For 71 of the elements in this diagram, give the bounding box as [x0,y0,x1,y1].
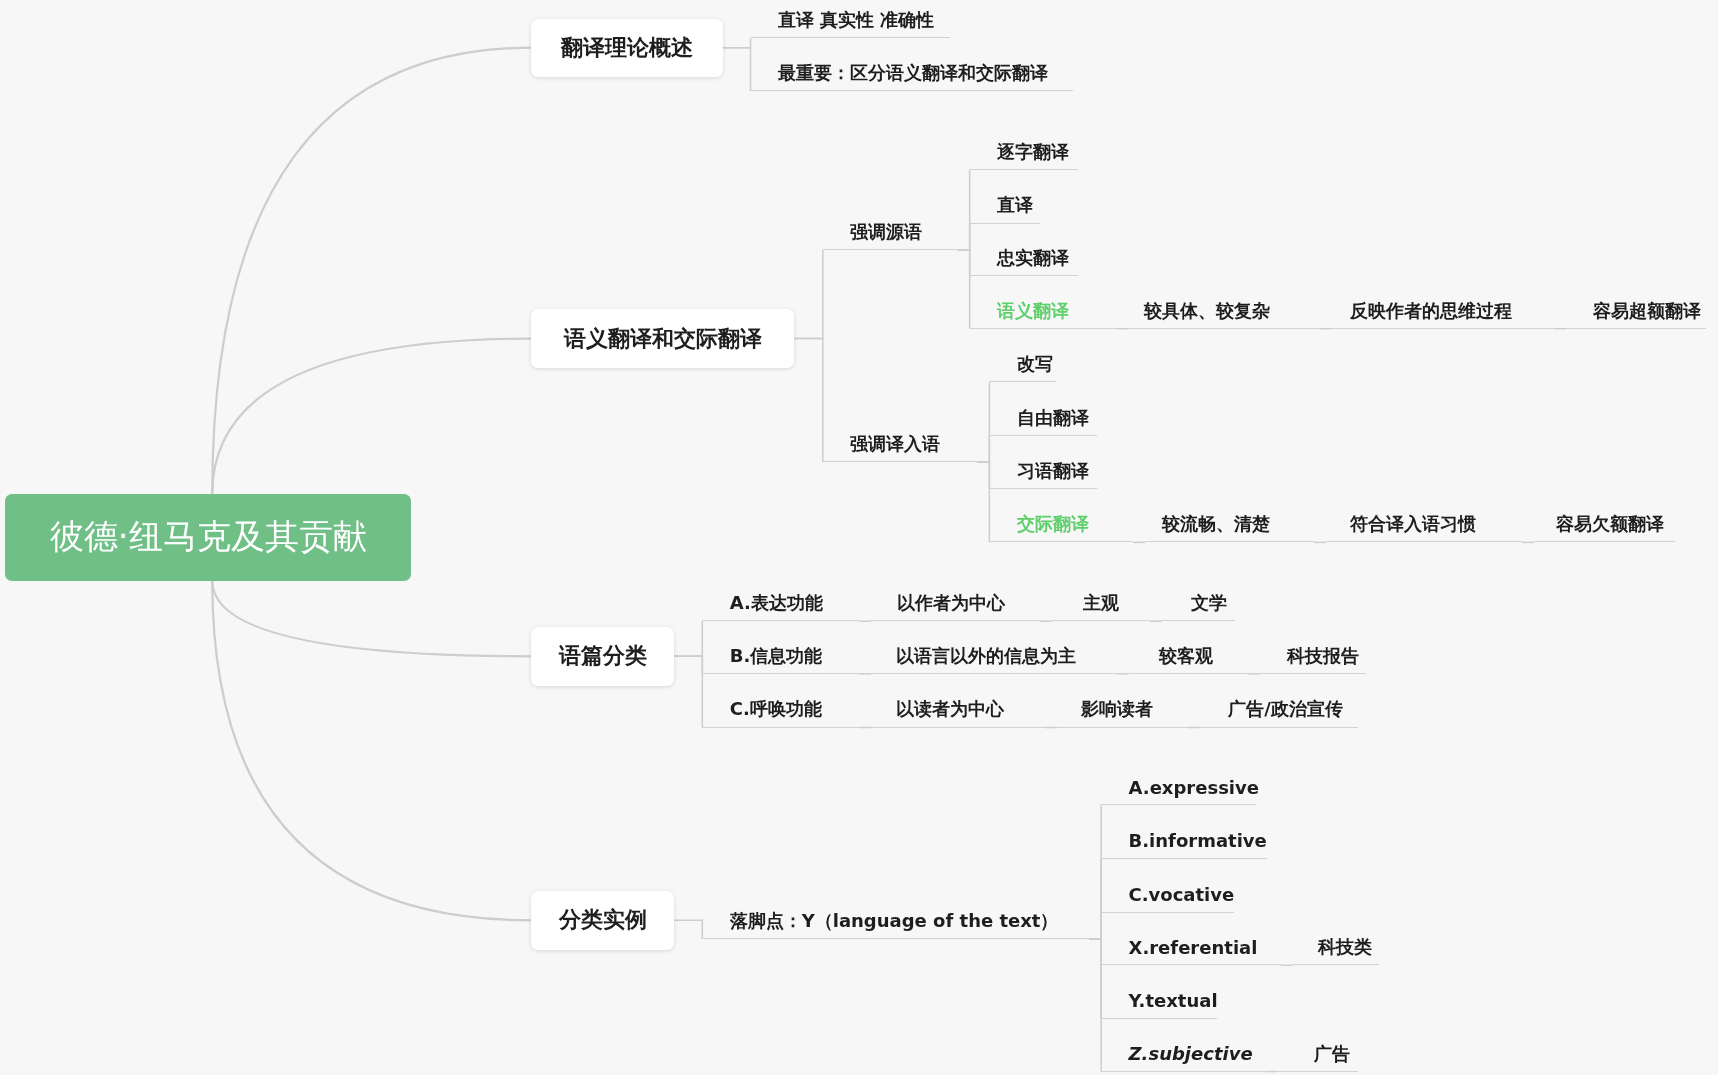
branch-label: 广告 [1276,1036,1358,1072]
branch-label: 语义翻译 [969,293,1117,329]
connector [1115,673,1130,675]
branch-label: Y.textual [1101,983,1218,1019]
branch-label: B.informative [1101,823,1267,859]
branch-label: 科技报告 [1260,638,1367,674]
branch-label: Z.subjective [1101,1036,1265,1072]
connector [1554,327,1568,330]
branch-label: 科技类 [1292,930,1380,966]
connector [673,655,704,729]
branch-label: 符合译入语习惯 [1325,507,1522,543]
branch-label: C.vocative [1101,877,1234,913]
connector [1521,541,1535,544]
connector [858,726,872,729]
branch-label: 强调源语 [822,214,958,250]
connector [1263,1070,1278,1073]
connector [1115,327,1130,330]
topic-box: 语篇分类 [531,626,674,686]
branch-label: A.expressive [1101,770,1256,806]
connector [1039,620,1053,622]
branch-label: 习语翻译 [989,453,1097,489]
connector [1313,541,1327,544]
connector [1318,327,1332,330]
topic-box: 语义翻译和交际翻译 [531,308,795,369]
connector [1187,726,1201,729]
connector [722,46,752,92]
branch-label: A.表达功能 [702,586,860,622]
connector [673,919,704,940]
branch-label: 直译 真实性 准确性 [750,3,950,39]
connector [211,580,532,658]
branch-label: 落脚点：Y（language of the text） [702,903,1090,939]
connector [976,461,991,544]
connector [858,620,872,622]
connector [1132,541,1146,544]
central-topic: 彼德·纽马克及其贡献 [5,494,411,581]
connector [1148,620,1163,622]
connector [858,673,872,675]
connector [1247,673,1261,675]
branch-label: 直译 [969,188,1040,224]
branch-label: B.信息功能 [702,638,860,674]
branch-label: 逐字翻译 [969,134,1079,170]
branch-label: 交际翻译 [989,507,1133,543]
connector [211,337,532,495]
branch-label: 反映作者的思维过程 [1331,293,1555,329]
branch-label: C.呼唤功能 [702,692,860,728]
branch-label: 容易超额翻译 [1566,293,1706,329]
branch-label: 较客观 [1128,638,1248,674]
branch-label: 较具体、较复杂 [1128,293,1320,329]
connector [956,249,971,330]
branch-label: 广告/政治宣传 [1199,692,1358,728]
branch-label: 改写 [989,347,1057,383]
topic-box: 分类实例 [531,890,674,950]
branch-label: 自由翻译 [989,401,1097,437]
branch-label: 以作者为中心 [871,586,1040,622]
branch-label: 文学 [1161,586,1235,622]
topic-box: 翻译理论概述 [531,18,724,77]
branch-label: 影响读者 [1057,692,1188,728]
branch-label: 忠实翻译 [969,241,1079,277]
branch-label: 主观 [1051,586,1150,622]
branch-label: 最重要：区分语义翻译和交际翻译 [750,55,1073,91]
branch-label: X.referential [1101,930,1281,966]
branch-label: 以语言以外的信息为主 [871,638,1117,674]
branch-label: 以读者为中心 [871,692,1046,728]
connector [1280,964,1294,967]
connector [211,580,532,922]
connector [793,337,824,464]
connector [1088,938,1102,1073]
branch-label: 强调译入语 [822,427,978,463]
branch-label: 较流畅、清楚 [1144,507,1314,543]
connector [1044,726,1059,729]
branch-label: 容易欠额翻译 [1533,507,1676,543]
